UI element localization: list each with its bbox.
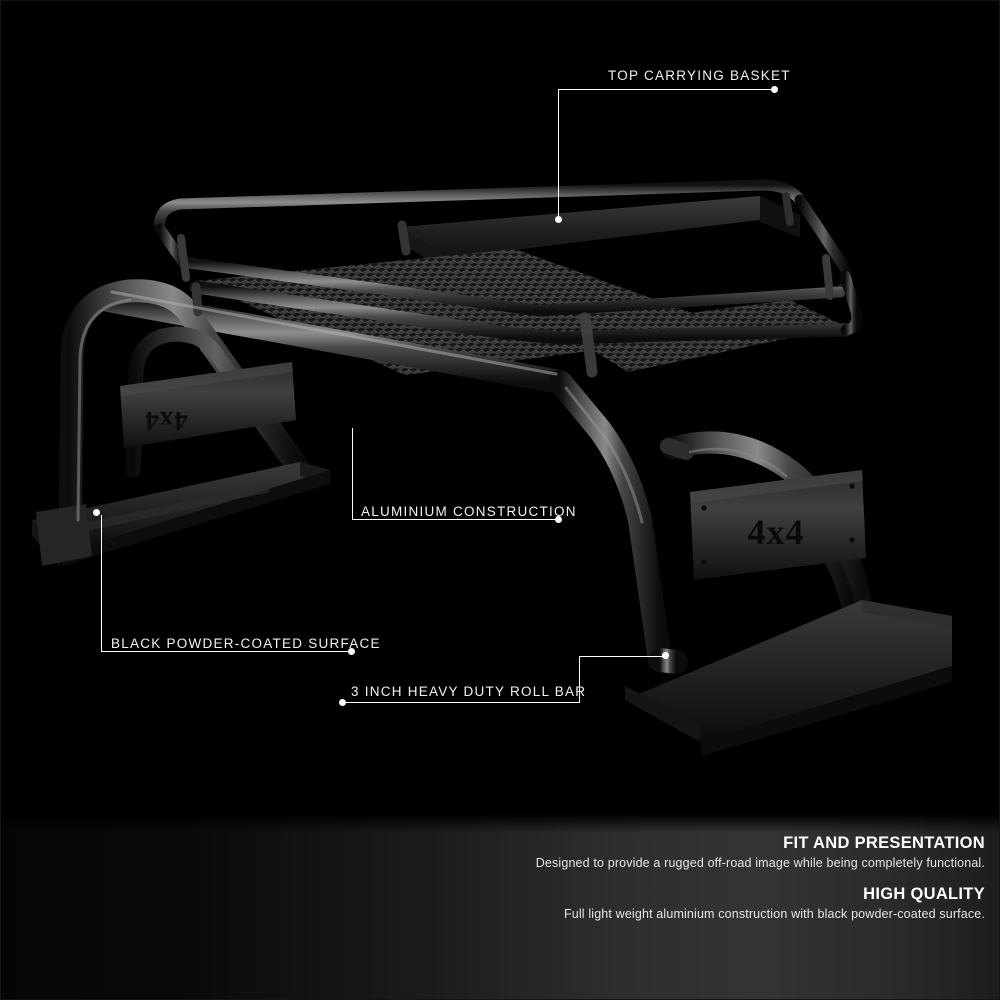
callout-leader-horizontal — [342, 702, 580, 703]
info-block-high-quality: HIGH QUALITY Full light weight aluminium… — [564, 885, 985, 922]
callout-endpoint-dot — [555, 516, 562, 523]
basket-perimeter-rail — [154, 179, 863, 346]
callout-leader-vertical — [558, 89, 559, 219]
callout-leader-horizontal — [352, 519, 558, 520]
info-description: Full light weight aluminium construction… — [563, 906, 985, 921]
svg-text:4x4: 4x4 — [144, 406, 188, 436]
callout-label-black-powder-coated-surface: BLACK POWDER-COATED SURFACE — [111, 636, 381, 651]
info-title: FIT AND PRESENTATION — [783, 834, 985, 852]
tube-highlights — [76, 290, 788, 524]
info-title: HIGH QUALITY — [863, 885, 985, 903]
callout-leader-vertical — [101, 515, 102, 652]
callout-anchor-dot — [662, 652, 669, 659]
info-block-fit-and-presentation: FIT AND PRESENTATION Designed to provide… — [536, 834, 985, 871]
callout-anchor-dot — [93, 509, 100, 516]
roll-bar-main-hoops — [58, 279, 873, 674]
callout-leader-horizontal-upper — [579, 656, 665, 657]
info-panel: FIT AND PRESENTATION Designed to provide… — [0, 815, 1000, 1000]
callout-leader-horizontal — [558, 89, 774, 90]
callout-leader-vertical — [352, 428, 353, 520]
callout-leader-vertical — [579, 656, 580, 703]
callout-anchor-dot — [555, 216, 562, 223]
callout-label-roll-bar: 3 INCH HEAVY DUTY ROLL BAR — [351, 684, 587, 699]
badge-4x4-right: 4x4 — [748, 512, 805, 552]
callout-leader-horizontal — [101, 651, 351, 652]
callout-endpoint-dot — [771, 86, 778, 93]
info-description: Designed to provide a rugged off-road im… — [535, 855, 985, 870]
callout-label-aluminium-construction: ALUMINIUM CONSTRUCTION — [361, 504, 577, 519]
right-leg-assembly: 4x4 — [625, 470, 952, 756]
callout-endpoint-dot — [339, 699, 346, 706]
left-leg-assembly: 4x4 — [32, 362, 330, 566]
callout-label-top-carrying-basket: TOP CARRYING BASKET — [608, 68, 791, 83]
badge-4x4-left: 4x4 — [144, 406, 188, 436]
callout-endpoint-dot — [348, 648, 355, 655]
svg-text:4x4: 4x4 — [748, 512, 805, 552]
